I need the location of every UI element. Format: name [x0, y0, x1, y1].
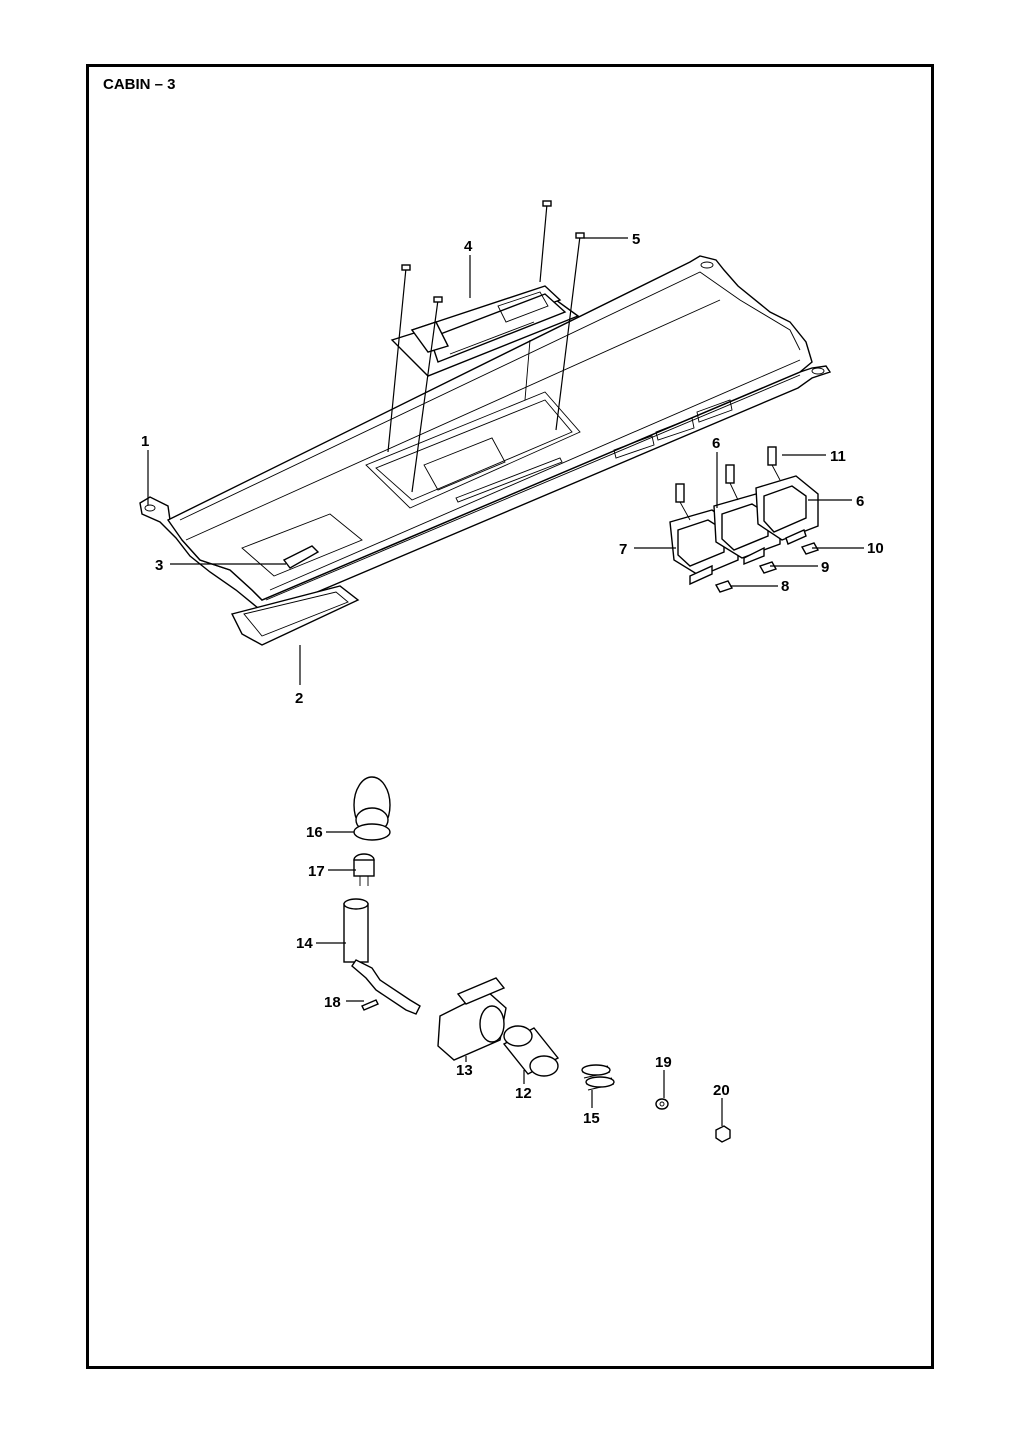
callout-16: 16 — [306, 824, 323, 841]
bushing-part — [502, 1025, 560, 1077]
callout-8: 8 — [781, 578, 789, 595]
knob-insert-part — [353, 853, 375, 886]
callout-1: 1 — [141, 433, 149, 450]
callout-9: 9 — [821, 559, 829, 576]
washer-part — [655, 1098, 669, 1110]
bracket-part — [437, 977, 507, 1061]
nut-part — [715, 1125, 731, 1143]
callout-20: 20 — [713, 1082, 730, 1099]
callout-19: 19 — [655, 1054, 672, 1071]
leader-lines — [147, 237, 864, 1126]
switch-block-parts — [669, 446, 820, 593]
callout-6b: 6 — [856, 493, 864, 510]
callout-17: 17 — [308, 863, 325, 880]
floor-mat-part — [230, 585, 360, 646]
callout-18: 18 — [324, 994, 341, 1011]
spring-part — [581, 1064, 615, 1091]
page-title: CABIN – 3 — [103, 76, 176, 93]
page-frame — [86, 64, 934, 1369]
control-panel-part — [390, 285, 580, 377]
callout-5: 5 — [632, 231, 640, 248]
lever-shaft-part — [343, 898, 421, 1015]
console-tray-part — [139, 255, 832, 613]
callout-4: 4 — [464, 238, 473, 255]
callout-labels: 1 2 3 4 5 6 6 7 8 9 10 11 12 13 14 15 16… — [141, 231, 884, 1127]
callout-15: 15 — [583, 1110, 600, 1127]
callout-2: 2 — [295, 690, 303, 707]
callout-13: 13 — [456, 1062, 473, 1079]
callout-14: 14 — [296, 935, 313, 952]
callout-11: 11 — [830, 448, 846, 465]
callout-12: 12 — [515, 1085, 532, 1102]
handle-knob-part — [353, 776, 391, 841]
pin-part — [361, 999, 379, 1011]
callout-6a: 6 — [712, 435, 720, 452]
callout-3: 3 — [155, 557, 163, 574]
callout-7: 7 — [619, 541, 627, 558]
callout-10: 10 — [867, 540, 884, 557]
screw-parts — [387, 200, 585, 493]
